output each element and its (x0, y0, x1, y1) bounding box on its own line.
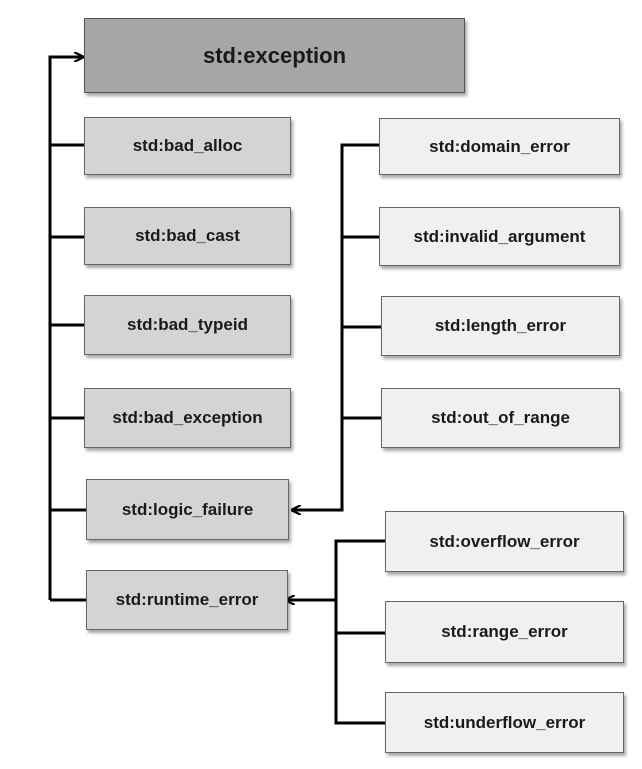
node-std-out-of-range: std:out_of_range (381, 388, 620, 448)
node-std-bad-cast: std:bad_cast (84, 207, 291, 265)
node-std-bad-alloc: std:bad_alloc (84, 117, 291, 175)
root-trunk-line (48, 57, 83, 600)
node-std-invalid-argument: std:invalid_argument (379, 207, 620, 266)
node-std-bad-typeid: std:bad_typeid (84, 295, 291, 355)
node-std-domain-error: std:domain_error (379, 118, 620, 175)
node-std-exception: std:exception (84, 18, 465, 93)
node-std-underflow-error: std:underflow_error (385, 692, 624, 753)
node-std-logic-failure: std:logic_failure (86, 479, 289, 540)
node-std-bad-exception: std:bad_exception (84, 388, 291, 448)
node-std-runtime-error: std:runtime_error (86, 570, 288, 630)
node-std-range-error: std:range_error (385, 601, 624, 663)
node-std-length-error: std:length_error (381, 296, 620, 356)
node-std-overflow-error: std:overflow_error (385, 511, 624, 572)
